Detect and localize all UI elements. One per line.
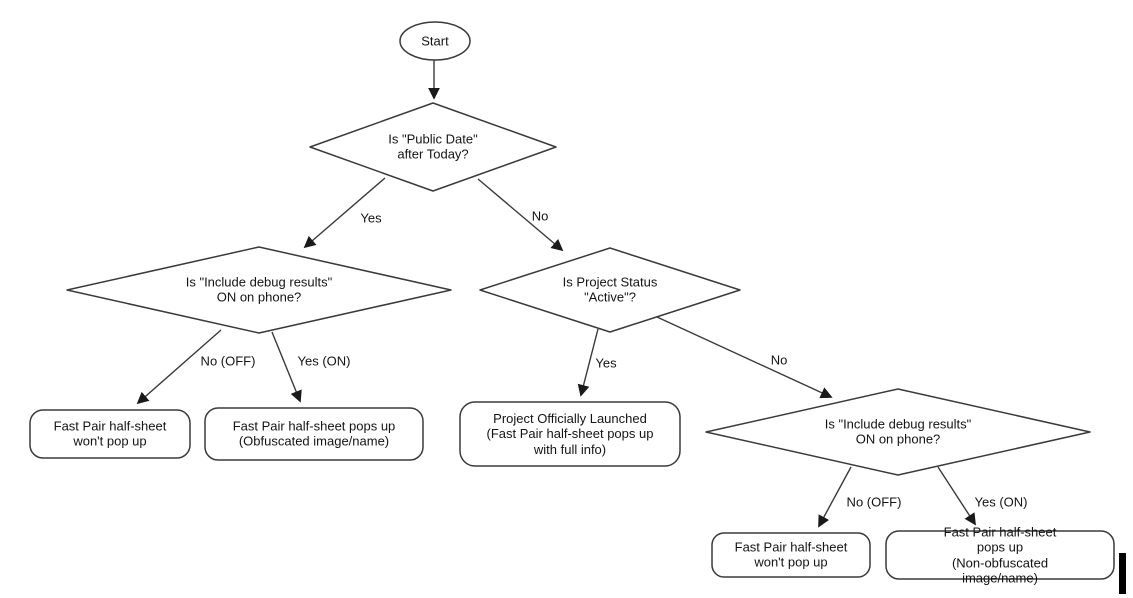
- result-non-obfuscated-popup: [885, 530, 1115, 580]
- decision-public-date: [309, 102, 557, 192]
- decision-project-status: [479, 247, 741, 333]
- edge-public-date-no: [477, 178, 564, 252]
- result-launched: [459, 401, 681, 467]
- edge-project-status-no: [656, 316, 833, 399]
- start-node: [399, 21, 471, 61]
- edge-debug-right-yes-on: [937, 466, 976, 526]
- result-no-popup-left: [29, 409, 191, 459]
- edge-public-date-yes: [303, 177, 386, 249]
- decision-debug-right: [705, 388, 1091, 476]
- edge-debug-left-yes-on: [271, 331, 302, 403]
- decision-debug-left: [66, 246, 452, 334]
- edge-project-status-yes: [577, 328, 599, 397]
- edge-debug-right-no-off: [818, 466, 852, 528]
- edge-debug-left-no-off: [136, 329, 222, 405]
- result-no-popup-right: [711, 532, 871, 578]
- result-obfuscated-popup: [204, 407, 424, 461]
- text-cursor-artifact: [1119, 553, 1126, 594]
